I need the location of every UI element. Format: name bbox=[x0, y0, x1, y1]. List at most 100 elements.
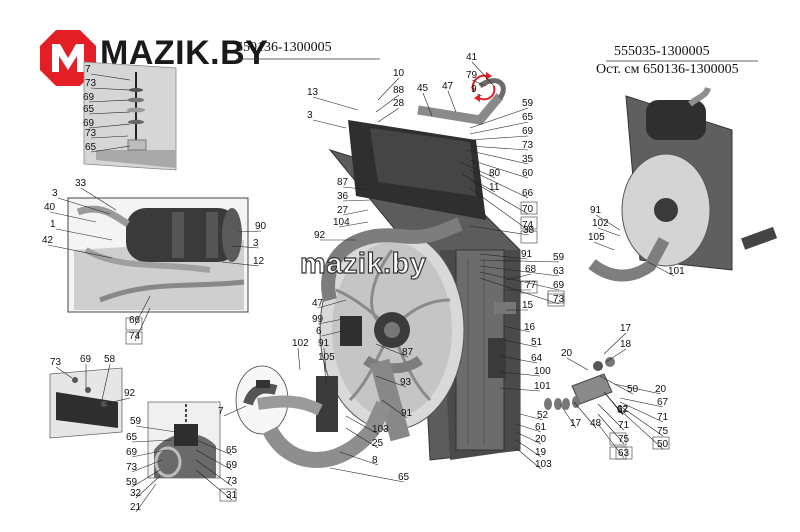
callout-label: 67 bbox=[617, 405, 629, 416]
callout-label: 6 bbox=[316, 326, 322, 337]
leader-line bbox=[57, 197, 111, 215]
lower-pipe bbox=[262, 400, 392, 468]
rotation-arrow-icon bbox=[472, 72, 496, 102]
leader-line bbox=[375, 343, 409, 358]
callout-box bbox=[547, 293, 565, 307]
leader-line bbox=[479, 265, 560, 277]
callout-label: 91 bbox=[521, 249, 533, 260]
leader-line bbox=[377, 77, 400, 101]
leader-line bbox=[469, 169, 529, 199]
callout-label: 28 bbox=[393, 98, 405, 109]
leader-line bbox=[195, 449, 233, 471]
callout-label: 48 bbox=[590, 418, 602, 429]
callout-label: 59 bbox=[553, 252, 565, 263]
leader-line bbox=[375, 375, 407, 388]
callout-label: 27 bbox=[337, 205, 349, 216]
callout-label: 69 bbox=[80, 354, 92, 365]
leader-line bbox=[469, 107, 529, 129]
leader-line bbox=[499, 355, 538, 364]
leader-line bbox=[603, 332, 627, 355]
leader-line bbox=[479, 271, 560, 291]
callout-label: 90 bbox=[255, 221, 267, 232]
leader-line bbox=[375, 94, 400, 113]
leader-line bbox=[317, 299, 347, 309]
leader-line bbox=[471, 79, 487, 87]
leader-line bbox=[221, 261, 260, 267]
callout-box bbox=[615, 446, 633, 460]
callout-label: 65 bbox=[226, 445, 238, 456]
leader-line bbox=[297, 347, 301, 371]
callout-label: 105 bbox=[318, 352, 335, 363]
leader-line bbox=[90, 135, 129, 139]
leader-line bbox=[469, 145, 529, 151]
leader-line bbox=[135, 425, 177, 433]
leader-line bbox=[599, 375, 634, 395]
callout-label: 69 bbox=[83, 92, 95, 103]
callout-label: 65 bbox=[522, 112, 534, 123]
inset-expansion-tank bbox=[67, 197, 249, 313]
callout-label: 77 bbox=[525, 280, 537, 291]
callout-label: 18 bbox=[620, 339, 632, 350]
leader-line bbox=[90, 87, 131, 91]
leader-line bbox=[55, 228, 113, 241]
leader-line bbox=[459, 161, 496, 179]
leader-line bbox=[223, 405, 247, 417]
leader-line bbox=[465, 149, 529, 165]
callout-label: 73 bbox=[85, 78, 97, 89]
callout-label: 92 bbox=[314, 230, 326, 241]
watermark: mazik.by bbox=[299, 247, 427, 280]
callout-label: 8 bbox=[372, 455, 378, 466]
leader-line bbox=[471, 61, 495, 87]
leader-line bbox=[447, 90, 457, 113]
leader-line bbox=[479, 277, 560, 305]
callout-label: 32 bbox=[130, 488, 142, 499]
callout-label: 101 bbox=[534, 381, 551, 392]
leader-line bbox=[134, 307, 151, 342]
callout-label: 75 bbox=[618, 434, 630, 445]
callout-label: 7 bbox=[218, 406, 224, 417]
leader-line bbox=[49, 211, 97, 223]
callout-label: 105 bbox=[588, 232, 605, 243]
leader-line bbox=[323, 347, 327, 373]
leader-line bbox=[605, 348, 627, 363]
right-part-number: 555035-1300005 bbox=[614, 44, 710, 59]
left-part-number: 650136-1300005 bbox=[236, 40, 332, 55]
leader-line bbox=[597, 403, 625, 431]
leader-line bbox=[469, 179, 529, 215]
callout-label: 93 bbox=[400, 377, 412, 388]
callout-label: 7 bbox=[85, 64, 91, 75]
callout-label: 88 bbox=[393, 85, 405, 96]
leader-line bbox=[597, 227, 621, 237]
callout-label: 65 bbox=[83, 104, 95, 115]
callout-box bbox=[609, 432, 627, 446]
callout-label: 103 bbox=[372, 424, 389, 435]
callout-box bbox=[125, 317, 143, 331]
callout-label: 66 bbox=[522, 188, 534, 199]
leader-line bbox=[381, 399, 408, 419]
callout-label: 9 bbox=[471, 84, 477, 95]
leader-line bbox=[131, 459, 163, 473]
mazik-logo-mark bbox=[40, 30, 96, 86]
callout-label: 47 bbox=[312, 298, 324, 309]
callout-label: 47 bbox=[442, 81, 454, 92]
leader-line bbox=[103, 397, 131, 405]
callout-label: 63 bbox=[618, 448, 630, 459]
leader-line bbox=[323, 361, 327, 383]
callout-label: 102 bbox=[292, 338, 309, 349]
callout-label: 17 bbox=[570, 418, 582, 429]
leader-line bbox=[469, 135, 529, 141]
inset-bracket-bolts bbox=[49, 367, 123, 439]
callout-label: 20 bbox=[655, 384, 667, 395]
callout-label: 104 bbox=[333, 217, 350, 228]
callout-label: 73 bbox=[85, 128, 97, 139]
radiator-assembly bbox=[319, 78, 521, 461]
leader-line bbox=[195, 459, 233, 487]
callout-label: 50 bbox=[627, 384, 639, 395]
callout-label: 101 bbox=[668, 266, 685, 277]
callout-label: 68 bbox=[525, 264, 537, 275]
callout-label: 91 bbox=[590, 205, 602, 216]
leader-line bbox=[342, 186, 373, 191]
leader-line bbox=[339, 451, 379, 466]
